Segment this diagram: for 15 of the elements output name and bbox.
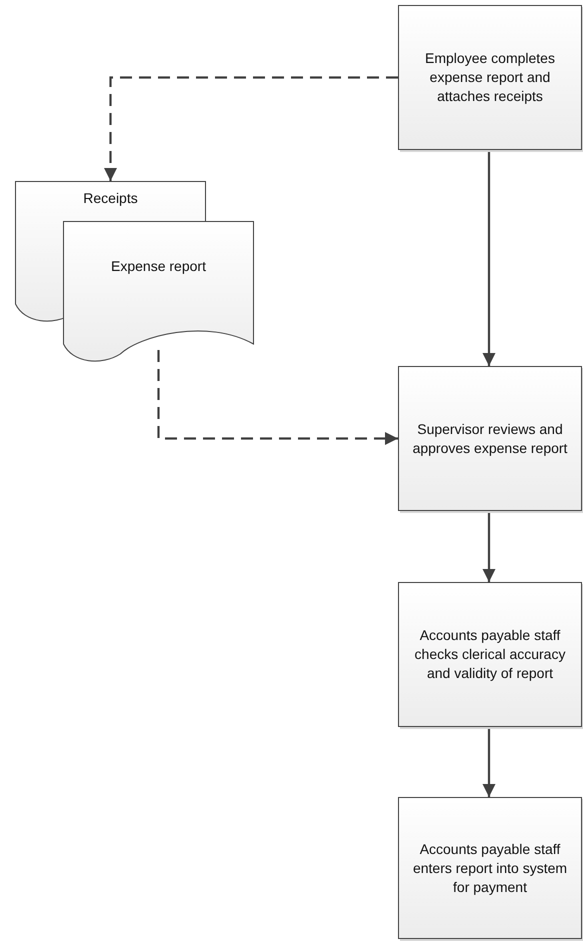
- arrow: [482, 727, 496, 797]
- process-box: [398, 582, 582, 727]
- arrow: [104, 76, 398, 181]
- arrow: [157, 350, 398, 446]
- box-label: Receipts: [82, 189, 139, 208]
- arrow: [482, 511, 496, 582]
- process-box: [398, 366, 582, 511]
- process-box: [398, 5, 582, 150]
- arrow: [482, 150, 496, 366]
- box-label: Accounts payable staff checks clerical accuracy and validity of report: [414, 626, 566, 683]
- box-label: Accounts payable staff enters report into system for payment: [412, 840, 568, 896]
- box-label: Supervisor reviews and approves expense report: [412, 420, 568, 458]
- box-label: Expense report: [110, 257, 207, 276]
- process-box: [398, 797, 582, 939]
- box-label: Employee completes expense report and attaches receipts: [424, 49, 556, 106]
